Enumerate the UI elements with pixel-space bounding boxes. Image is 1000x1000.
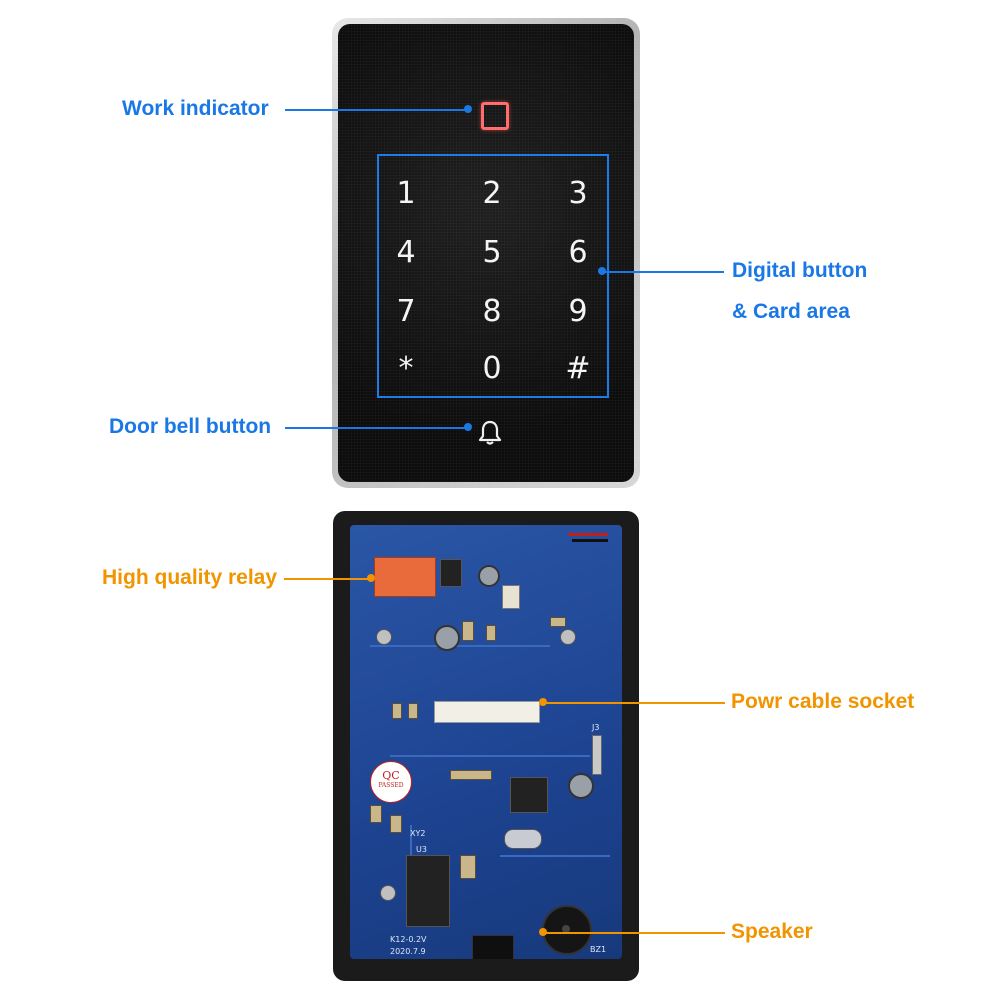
key-star[interactable]: * bbox=[398, 351, 414, 386]
microcontroller-chip bbox=[510, 777, 548, 813]
callout-card-area: & Card area bbox=[732, 300, 850, 323]
leader-dot bbox=[464, 105, 472, 113]
screw bbox=[560, 629, 576, 645]
leader-dot bbox=[367, 574, 375, 582]
keypad-device-front: 1 2 3 4 5 6 7 8 9 * 0 # bbox=[332, 18, 640, 488]
board-date-label: 2020.7.9 bbox=[390, 947, 426, 956]
voltage-regulator bbox=[440, 559, 462, 587]
smd-component bbox=[408, 703, 418, 719]
screw bbox=[376, 629, 392, 645]
key-7[interactable]: 7 bbox=[396, 294, 416, 329]
smd-component bbox=[450, 770, 492, 780]
smd-component bbox=[370, 805, 382, 823]
screw bbox=[380, 885, 396, 901]
qc-stamp: QC PASSED bbox=[370, 761, 412, 803]
callout-door-bell-button: Door bell button bbox=[109, 415, 272, 438]
key-2[interactable]: 2 bbox=[482, 176, 502, 211]
key-1[interactable]: 1 bbox=[396, 176, 416, 211]
key-8[interactable]: 8 bbox=[482, 294, 502, 329]
capacitor bbox=[568, 773, 594, 799]
key-hash[interactable]: # bbox=[565, 351, 591, 386]
circuit-board: J3 U3 XY2 QC PASSED BZ1 K12-0.2V 2020.7.… bbox=[350, 525, 622, 959]
bz1-label: BZ1 bbox=[590, 945, 607, 954]
leader-dot bbox=[539, 928, 547, 936]
u3-chip bbox=[406, 855, 450, 927]
smd-component bbox=[462, 621, 474, 641]
callout-speaker: Speaker bbox=[731, 920, 813, 943]
pcb-trace bbox=[500, 855, 610, 857]
pcb-trace bbox=[390, 755, 590, 757]
key-0[interactable]: 0 bbox=[482, 351, 502, 386]
qc-stamp-passed: PASSED bbox=[378, 782, 404, 789]
callout-high-quality-relay: High quality relay bbox=[102, 566, 278, 589]
u3-label: U3 bbox=[416, 845, 427, 854]
keypad-face: 1 2 3 4 5 6 7 8 9 * 0 # bbox=[338, 24, 634, 482]
bottom-connector bbox=[472, 935, 514, 959]
capacitor bbox=[478, 565, 500, 587]
callout-power-cable-socket: Powr cable socket bbox=[731, 690, 915, 713]
relay-component bbox=[374, 557, 436, 597]
smd-component bbox=[486, 625, 496, 641]
crystal-oscillator bbox=[504, 829, 542, 849]
speaker-buzzer bbox=[542, 905, 592, 955]
pin-header bbox=[592, 735, 602, 775]
leader-line bbox=[284, 578, 369, 580]
digital-button-card-area-frame bbox=[377, 154, 609, 398]
smd-component bbox=[390, 815, 402, 833]
wire-black bbox=[572, 539, 608, 542]
callout-work-indicator: Work indicator bbox=[122, 97, 269, 120]
key-4[interactable]: 4 bbox=[396, 235, 416, 270]
board-id-label: K12-0.2V bbox=[390, 935, 427, 944]
leader-line bbox=[285, 427, 465, 429]
door-bell-icon[interactable] bbox=[478, 420, 502, 446]
key-5[interactable]: 5 bbox=[482, 235, 502, 270]
smd-component bbox=[460, 855, 476, 879]
leader-line bbox=[545, 932, 725, 934]
buzzer-hole bbox=[562, 925, 570, 933]
j3-label: J3 bbox=[592, 723, 600, 732]
work-indicator-light bbox=[481, 102, 509, 130]
smd-component bbox=[392, 703, 402, 719]
leader-line bbox=[545, 702, 725, 704]
leader-dot bbox=[464, 423, 472, 431]
small-connector bbox=[502, 585, 520, 609]
device-housing-back: J3 U3 XY2 QC PASSED BZ1 K12-0.2V 2020.7.… bbox=[333, 511, 639, 981]
capacitor bbox=[434, 625, 460, 651]
pcb-trace bbox=[370, 645, 550, 647]
leader-dot bbox=[539, 698, 547, 706]
leader-line bbox=[604, 271, 724, 273]
callout-digital-button: Digital button bbox=[732, 259, 868, 282]
leader-dot bbox=[598, 267, 606, 275]
leader-line bbox=[285, 109, 465, 111]
xy2-label: XY2 bbox=[410, 829, 426, 838]
qc-stamp-text: QC bbox=[382, 769, 400, 782]
power-cable-socket bbox=[434, 701, 540, 723]
smd-component bbox=[550, 617, 566, 627]
key-3[interactable]: 3 bbox=[568, 176, 588, 211]
key-9[interactable]: 9 bbox=[568, 294, 588, 329]
wire-red bbox=[568, 533, 608, 536]
